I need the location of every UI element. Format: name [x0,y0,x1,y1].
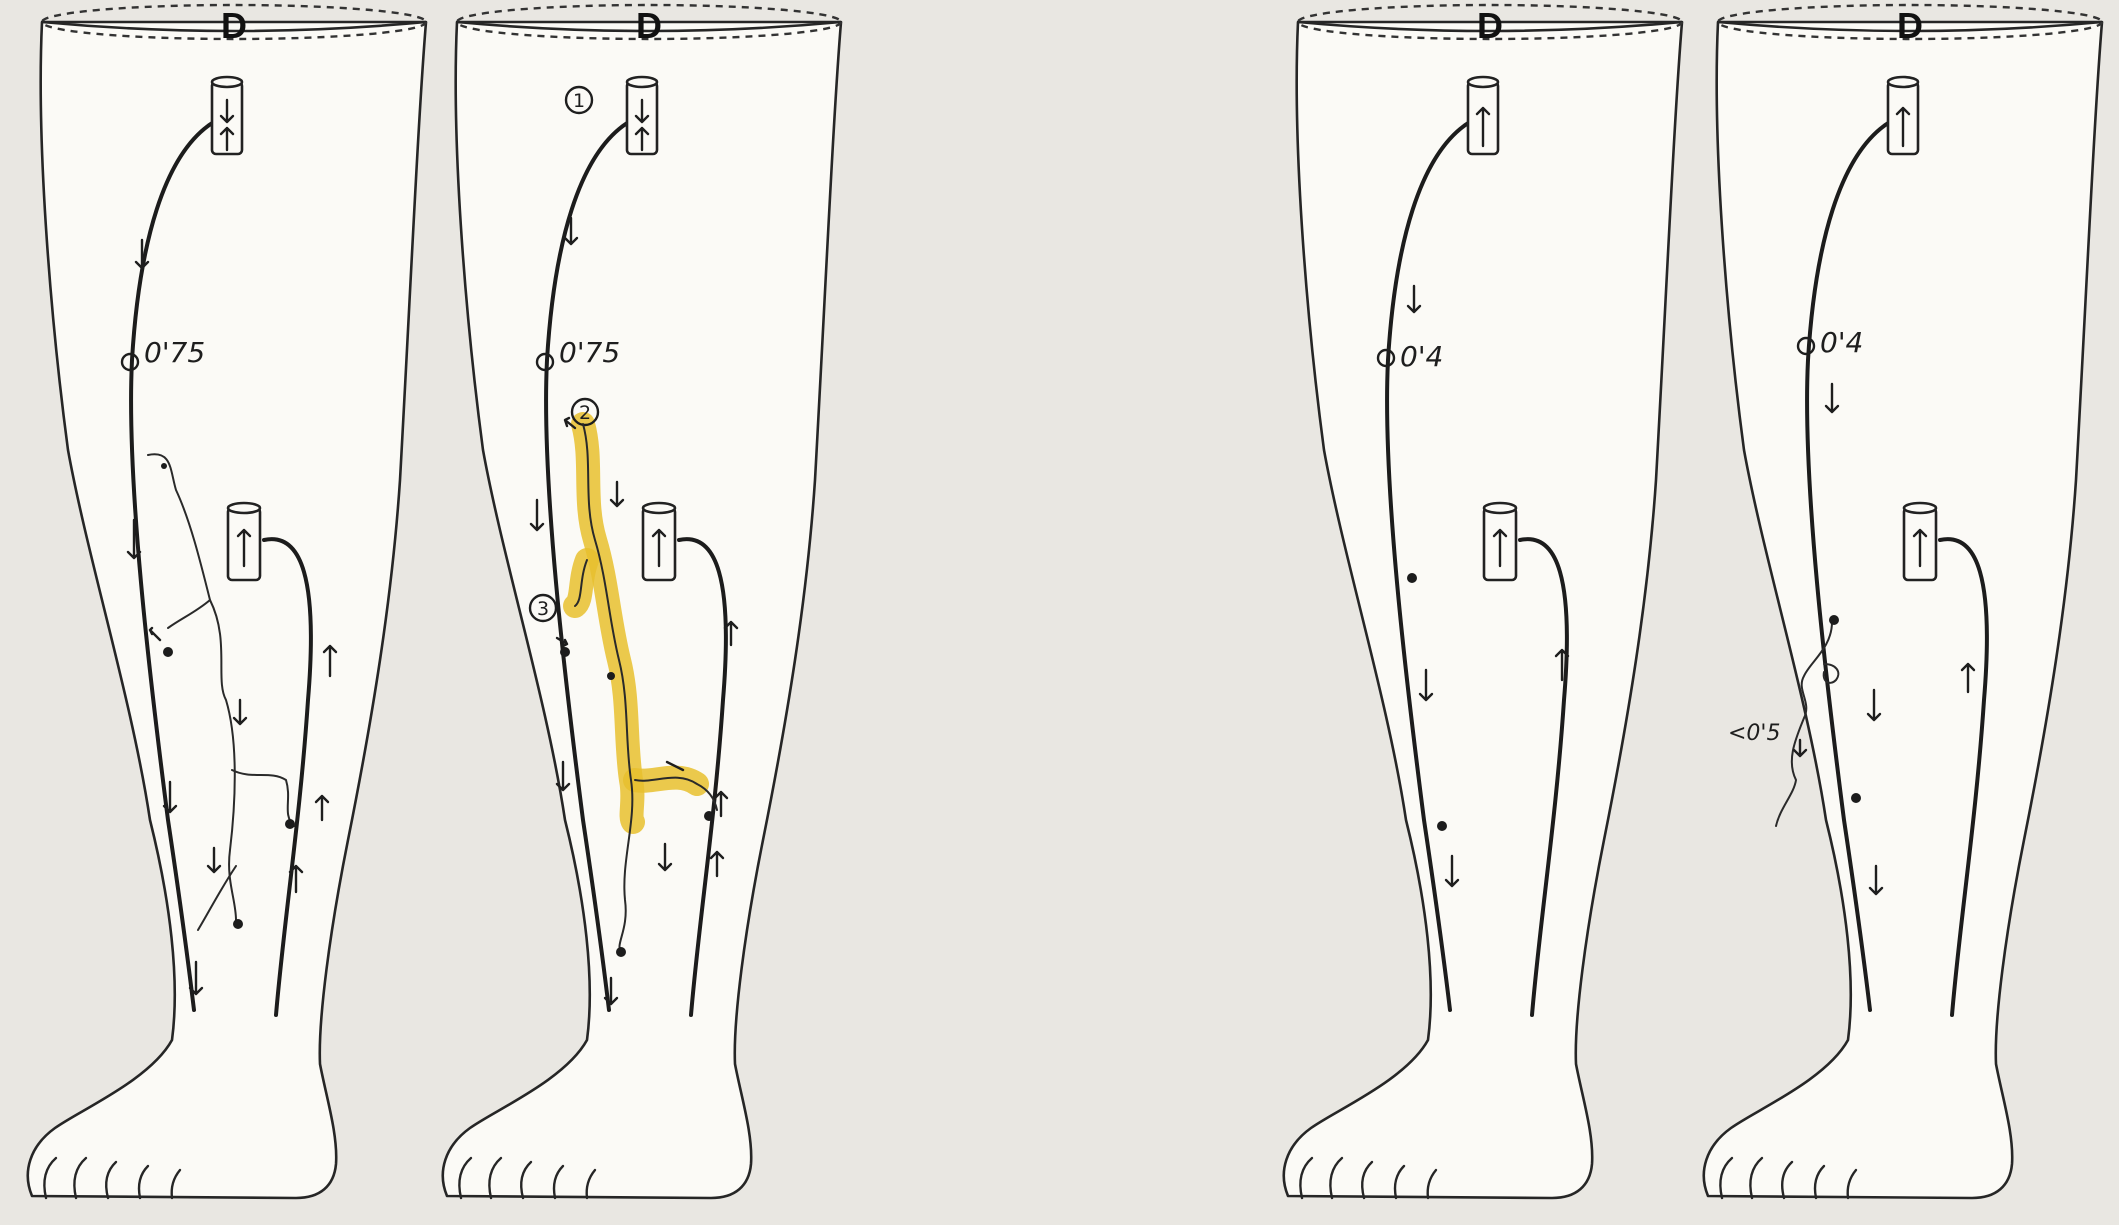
side-label: D [1477,5,1503,46]
measurement-label: 0'75 [559,336,620,369]
side-label: D [221,5,247,46]
svg-text:3: 3 [537,598,549,620]
saphenofemoral-cylinder [1888,77,1918,154]
saphenofemoral-cylinder [1468,77,1498,154]
leg-2: D 0'75 1 2 3 [443,5,841,1198]
saphenofemoral-cylinder [627,77,657,154]
saphenopopliteal-cylinder [1904,503,1936,580]
saphenopopliteal-cylinder [643,503,675,580]
perforator-dot [163,647,173,657]
side-label: D [1897,5,1923,46]
measurement-label: 0'4 [1820,326,1863,359]
svg-text:1: 1 [573,90,585,112]
leg-1: D 0'75 [28,5,426,1198]
saphenopopliteal-cylinder [1484,503,1516,580]
saphenofemoral-cylinder [212,77,242,154]
tributary-measurement: <0'5 [1728,721,1780,746]
measurement-label: 0'75 [144,336,205,369]
svg-text:2: 2 [579,402,591,424]
saphenopopliteal-cylinder [228,503,260,580]
side-label: D [636,5,662,46]
leg-4: D 0'4 <0'5 [1704,5,2102,1198]
leg-3: D 0'4 [1284,5,1682,1198]
measurement-label: 0'4 [1400,340,1443,373]
